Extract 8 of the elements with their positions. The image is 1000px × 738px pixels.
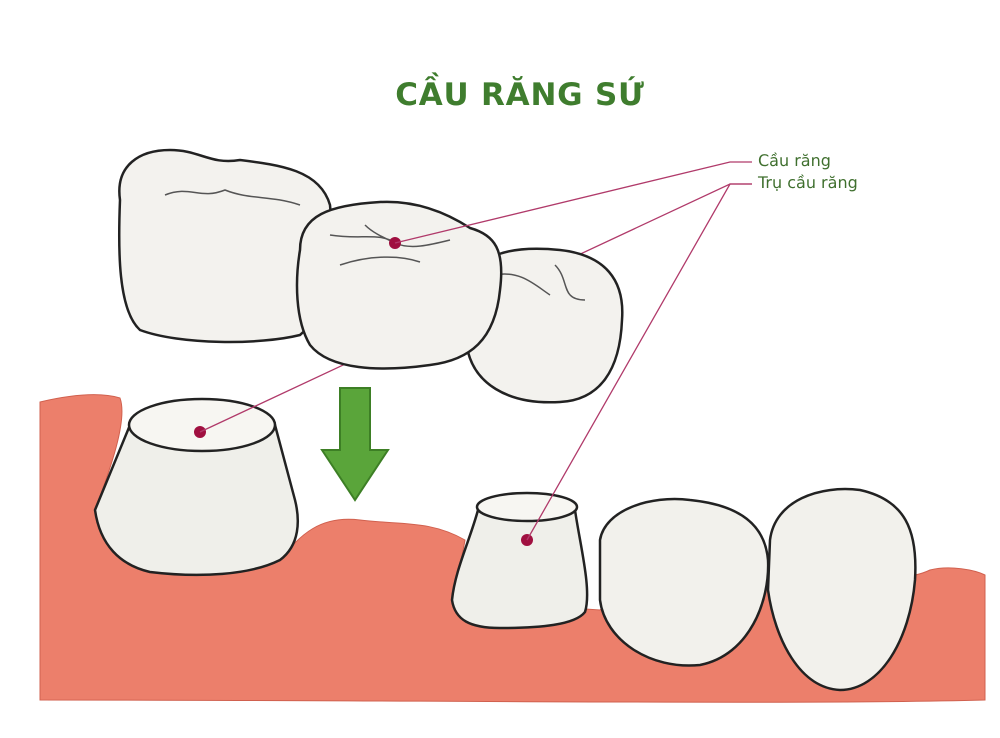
right-abutment-tooth-drawing <box>450 492 588 630</box>
leader-line <box>526 183 752 540</box>
leader-line <box>394 161 752 244</box>
diagram-title: CẦU RĂNG SỨ <box>330 72 710 118</box>
callout-label: Trụ cầu răng <box>758 172 858 194</box>
callout-label: Cầu răng <box>758 150 831 172</box>
bridge-crown-drawing <box>296 200 502 370</box>
left-abutment-tooth-drawing <box>94 398 300 576</box>
